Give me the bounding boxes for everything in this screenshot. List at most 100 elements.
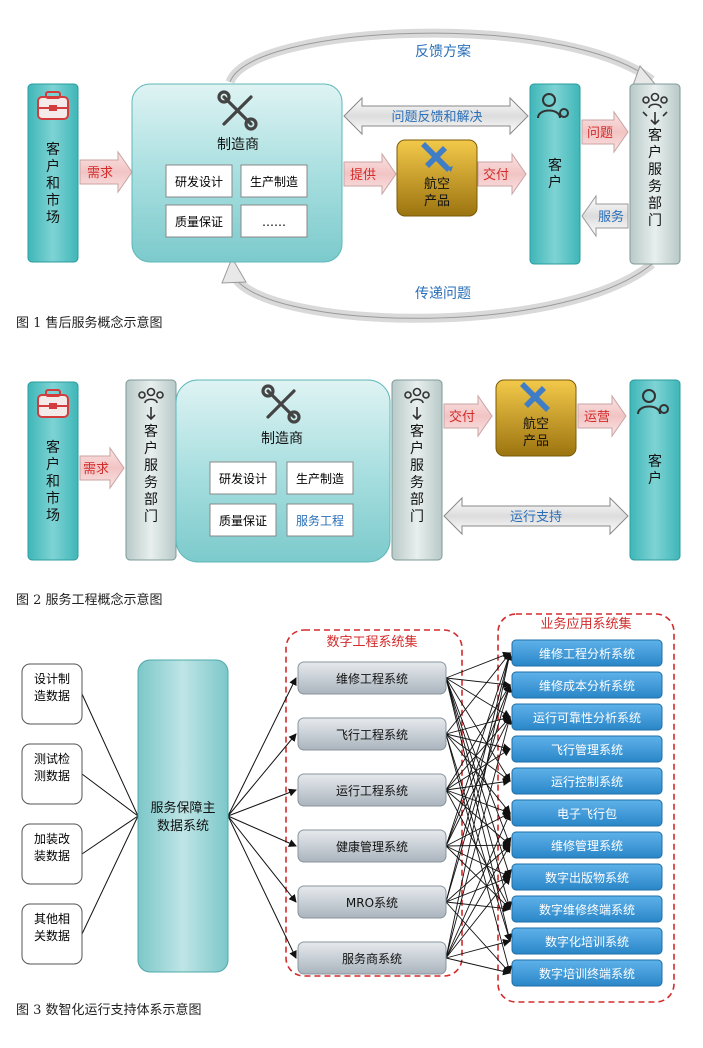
link-5-6 bbox=[445, 844, 511, 959]
provide-arrow: 提供 bbox=[343, 152, 397, 196]
group2-label-4: 运行控制系统 bbox=[551, 775, 623, 789]
link-3-8 bbox=[445, 845, 511, 910]
deliver-arrow-2: 交付 bbox=[443, 394, 493, 438]
group2-box-1 bbox=[511, 671, 663, 699]
deliver-label: 交付 bbox=[483, 167, 509, 183]
link-0-9 bbox=[445, 677, 513, 942]
market-box-2 bbox=[27, 381, 79, 561]
group2-box-3 bbox=[511, 735, 663, 763]
group1-label-1: 飞行工程系统 bbox=[336, 727, 408, 742]
group1-dashed-frame bbox=[285, 629, 463, 977]
group2-label-10: 数字培训终端系统 bbox=[539, 966, 635, 981]
feedback-plan-label: 反馈方案 bbox=[415, 43, 471, 60]
product-box bbox=[396, 139, 478, 217]
csd-right-box bbox=[391, 379, 443, 561]
cell-quality-label: 质量保证 bbox=[175, 215, 223, 229]
toolbox-icon-2 bbox=[37, 389, 69, 418]
customer-label: 客户 bbox=[548, 157, 562, 191]
link-0-4 bbox=[445, 677, 511, 782]
cell-service-eng bbox=[286, 503, 354, 537]
source-label-2: 加装改装数据 bbox=[34, 832, 70, 863]
link-1-2 bbox=[445, 714, 511, 735]
link-2-5 bbox=[445, 789, 511, 815]
team-icon-right bbox=[404, 387, 430, 421]
link-1-4 bbox=[445, 733, 511, 782]
group2-label-6: 维修管理系统 bbox=[551, 838, 623, 853]
link-3-5 bbox=[445, 812, 511, 847]
link-0-6 bbox=[445, 677, 512, 846]
figure-2: 客户和市场 需求 客户服务部门 制造商 研发设计 生产制造 质量保证 服务工程 bbox=[16, 379, 681, 608]
group2-label-8: 数字维修终端系统 bbox=[539, 902, 635, 917]
link-4-8 bbox=[445, 901, 511, 913]
link-3-0 bbox=[445, 652, 512, 847]
cell-more bbox=[240, 204, 308, 238]
link-4-1 bbox=[445, 684, 512, 903]
link-0-0 bbox=[445, 651, 511, 679]
wrench-screwdriver-icon bbox=[217, 90, 258, 131]
cell-production-label: 生产制造 bbox=[250, 175, 298, 189]
support-label: 运行支持 bbox=[510, 510, 562, 525]
cell-service-eng-label: 服务工程 bbox=[296, 513, 344, 528]
link-5-0 bbox=[445, 652, 513, 959]
problem-arrow: 问题 bbox=[581, 110, 629, 154]
airplane-icon bbox=[421, 142, 453, 172]
link-4-6 bbox=[445, 844, 511, 903]
master-line-4 bbox=[227, 815, 297, 903]
group1-box-4 bbox=[297, 885, 447, 919]
figure-3-caption: 图 3 数智化运行支持体系示意图 bbox=[16, 1002, 202, 1018]
source-label-0: 设计制造数据 bbox=[34, 672, 70, 703]
source-line-0 bbox=[81, 693, 139, 817]
group1-box-0 bbox=[297, 661, 447, 695]
group2-label-7: 数字出版物系统 bbox=[545, 870, 629, 885]
csd-right-label: 客户服务部门 bbox=[410, 423, 424, 525]
link-5-10 bbox=[445, 957, 511, 976]
link-5-9 bbox=[445, 938, 511, 959]
link-5-7 bbox=[445, 876, 511, 959]
cell-quality-2 bbox=[209, 503, 277, 537]
master-data-box bbox=[137, 659, 229, 973]
figure-1: 反馈方案 传递问题 客户和市场 需求 制造商 研发设计 生产制造 bbox=[16, 28, 681, 331]
group2-box-2 bbox=[511, 703, 663, 731]
customer-box-2 bbox=[629, 379, 681, 561]
connection-lines bbox=[81, 651, 513, 976]
group1-label-4: MRO系统 bbox=[346, 896, 398, 910]
csd-left-label: 客户服务部门 bbox=[144, 423, 158, 525]
group2-label-9: 数字化培训系统 bbox=[545, 934, 629, 949]
link-3-6 bbox=[445, 841, 511, 850]
group2-boxes: 维修工程分析系统维修成本分析系统运行可靠性分析系统飞行管理系统运行控制系统电子飞… bbox=[511, 639, 663, 987]
link-5-2 bbox=[445, 716, 513, 959]
group1-box-1 bbox=[297, 717, 447, 751]
master-data-label: 服务保障主数据系统 bbox=[150, 800, 215, 834]
user-gear-icon bbox=[537, 93, 569, 119]
group2-box-6 bbox=[511, 831, 663, 859]
source-line-2 bbox=[81, 815, 139, 855]
cell-rd bbox=[165, 164, 233, 198]
csd-label: 客户服务部门 bbox=[648, 127, 662, 229]
group2-title: 业务应用系统集 bbox=[540, 616, 631, 632]
source-line-1 bbox=[81, 773, 139, 817]
operate-label: 运营 bbox=[584, 410, 610, 425]
toolbox-icon bbox=[37, 91, 69, 120]
link-4-10 bbox=[445, 901, 511, 974]
demand-label-2: 需求 bbox=[83, 462, 109, 477]
group2-dashed-frame bbox=[497, 613, 675, 1003]
group2-box-10 bbox=[511, 959, 663, 987]
cell-quality bbox=[165, 204, 233, 238]
link-2-6 bbox=[445, 789, 511, 846]
master-line-3 bbox=[227, 815, 297, 847]
group2-box-0 bbox=[511, 639, 663, 667]
link-1-0 bbox=[445, 652, 511, 735]
csd-box bbox=[629, 83, 681, 265]
group2-label-2: 运行可靠性分析系统 bbox=[533, 711, 641, 725]
transfer-problem-label: 传递问题 bbox=[415, 286, 471, 302]
group1-box-3 bbox=[297, 829, 447, 863]
group2-box-4 bbox=[511, 767, 663, 795]
master-line-2 bbox=[227, 788, 297, 817]
group1-label-0: 维修工程系统 bbox=[336, 671, 408, 686]
group2-label-3: 飞行管理系统 bbox=[551, 742, 623, 757]
link-3-1 bbox=[445, 684, 512, 847]
cell-production-2 bbox=[286, 461, 354, 495]
master-line-0 bbox=[227, 677, 297, 817]
